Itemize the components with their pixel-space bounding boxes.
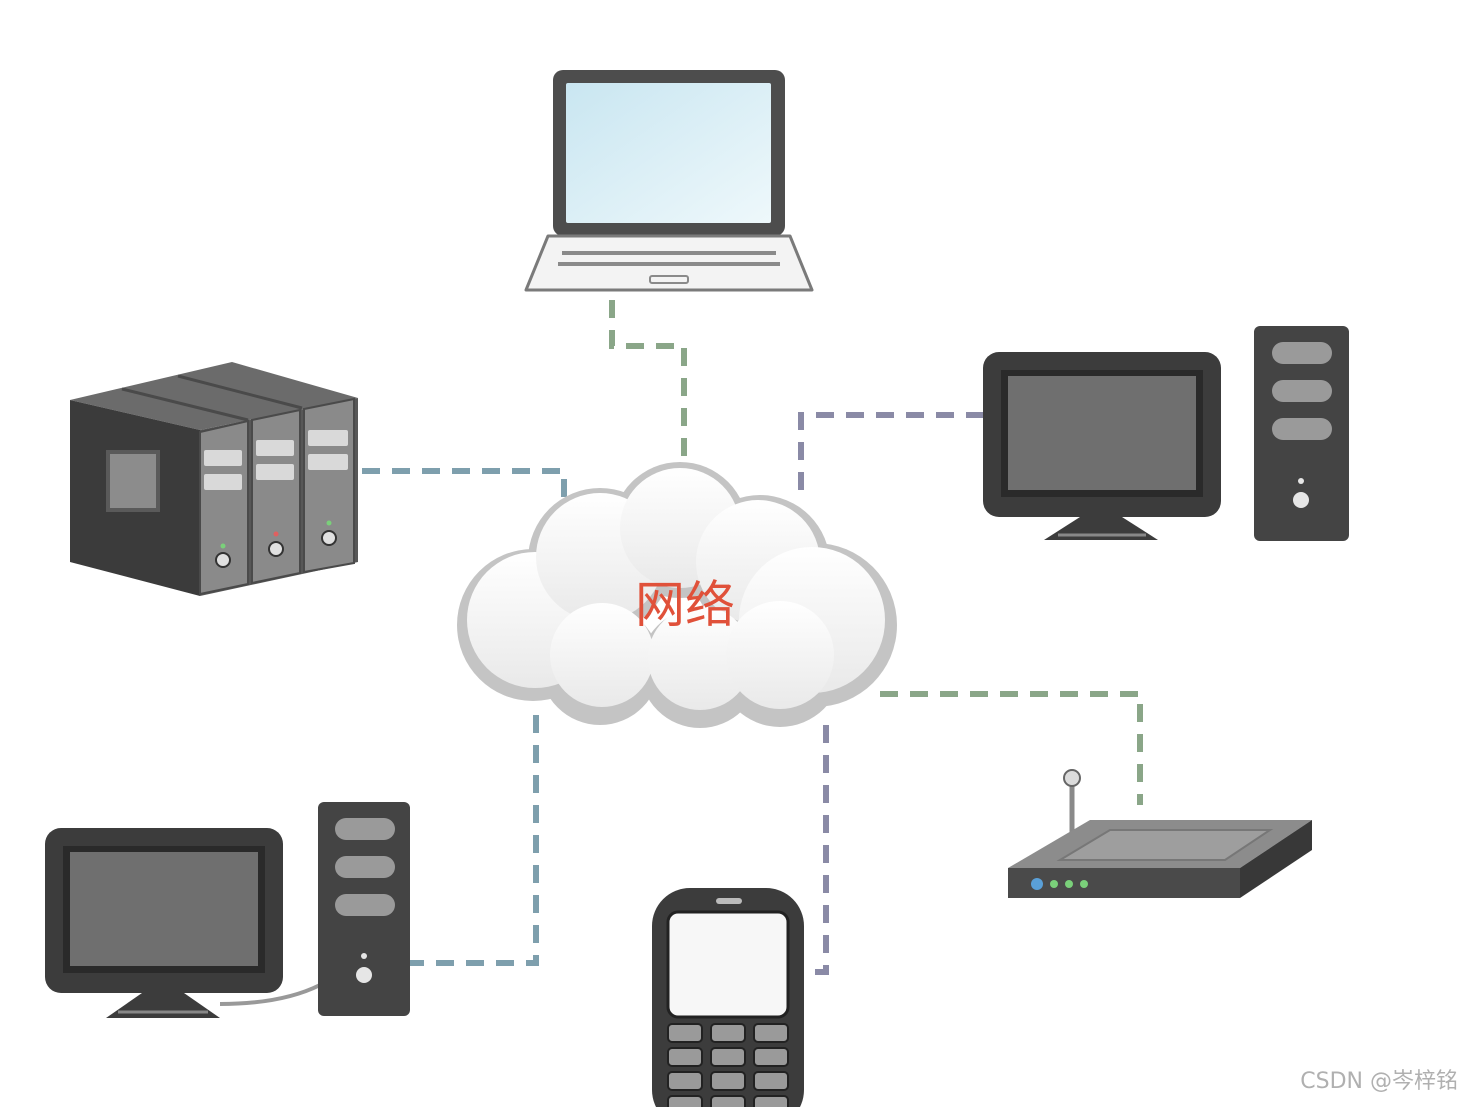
server-rack-icon (70, 362, 358, 596)
link-desktop-left (410, 715, 539, 966)
watermark: CSDN @岑梓铭 (1300, 1069, 1458, 1094)
link-desktop-right (798, 412, 984, 500)
cloud-label: 网络 (635, 576, 735, 634)
link-server-rack (362, 468, 567, 505)
link-router (880, 691, 1143, 805)
router-icon (1008, 769, 1312, 898)
desktop-computer-icon (45, 802, 410, 1018)
laptop-icon (524, 70, 814, 292)
link-laptop (609, 300, 687, 470)
mobile-phone-icon (652, 888, 804, 1107)
cloud-icon (457, 462, 897, 728)
desktop-computer-icon (983, 326, 1349, 541)
link-mobile-phone (808, 725, 829, 975)
